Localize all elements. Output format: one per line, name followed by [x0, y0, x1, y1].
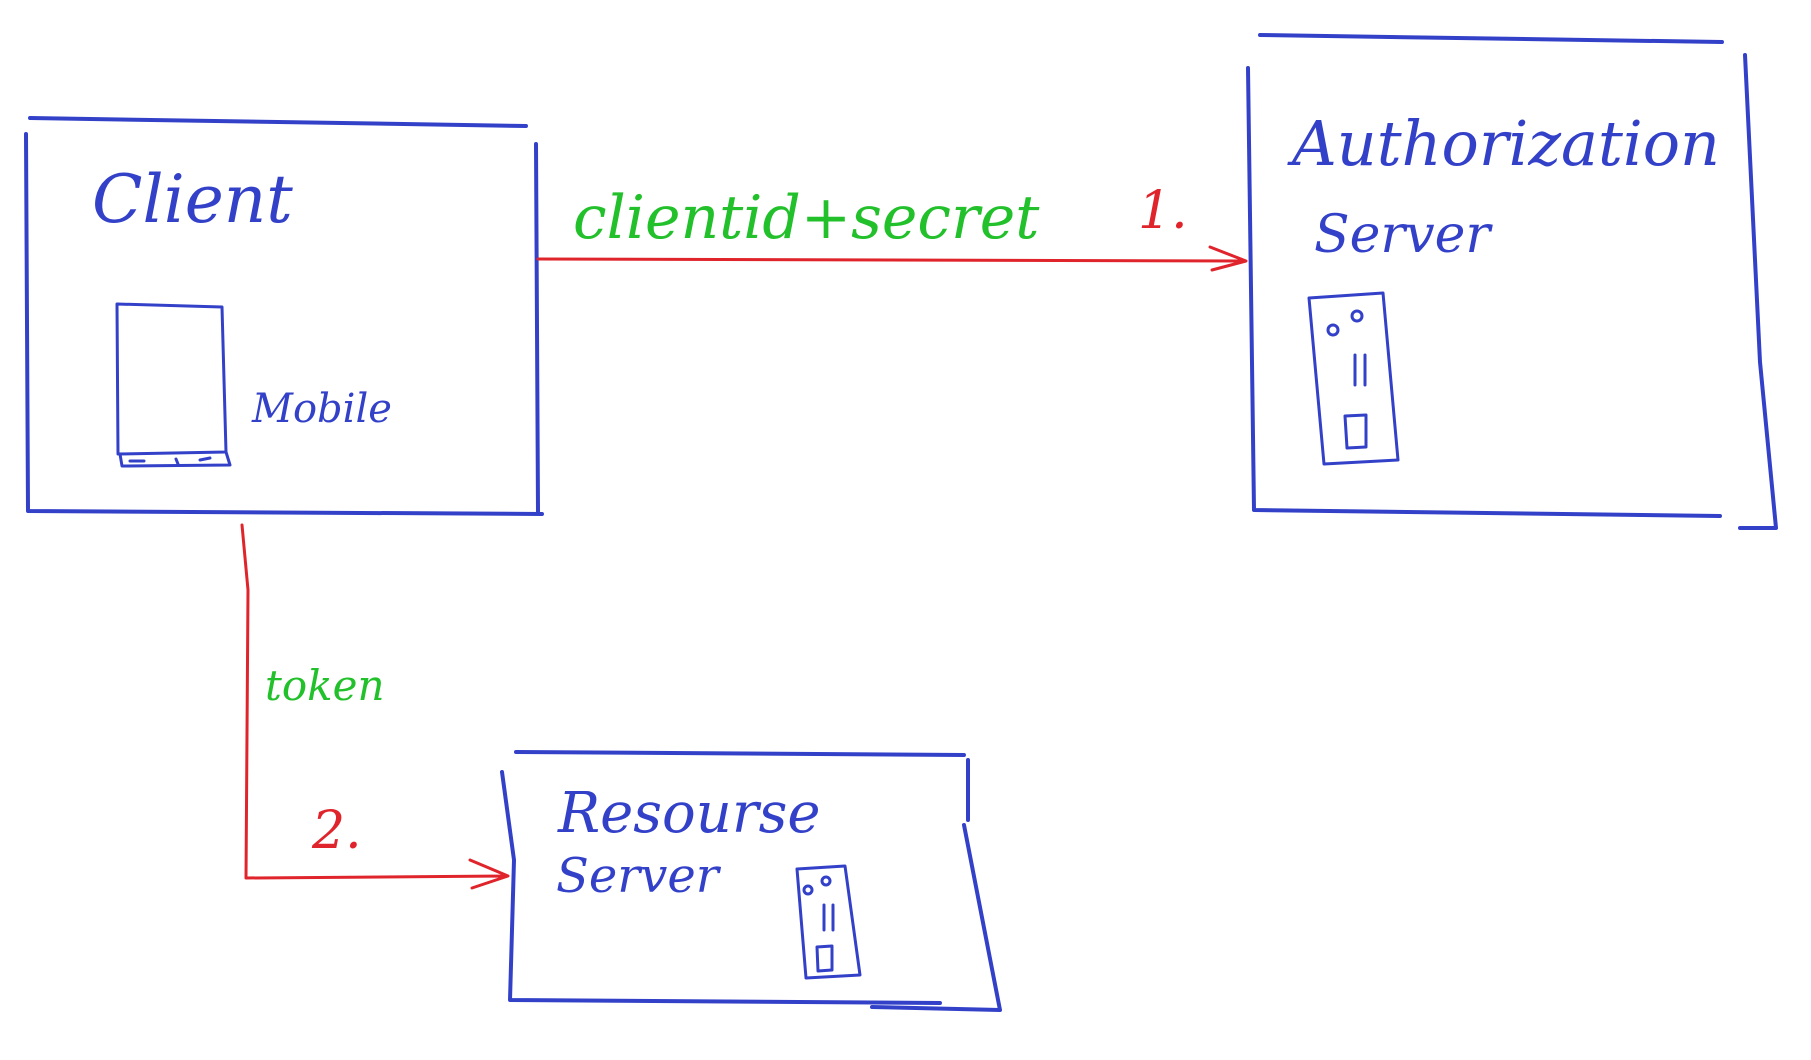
- server-icon: [1307, 291, 1400, 466]
- client-to-auth-label: clientid+secret: [573, 183, 1040, 253]
- resource-server-node: Resourse Server: [500, 750, 1002, 1012]
- client-to-auth-step: 1.: [1138, 181, 1188, 241]
- resource-server-box: [500, 750, 1002, 1012]
- resource-server-title: Resourse: [557, 781, 820, 846]
- mobile-label: Mobile: [251, 386, 392, 432]
- client-to-resource-label: token: [265, 661, 385, 710]
- arrow-client-to-resource: [240, 523, 510, 890]
- arrow-client-to-auth: [536, 245, 1248, 272]
- authorization-server-box: [1246, 33, 1778, 530]
- authorization-server-title: Authorization: [1287, 107, 1720, 180]
- server-icon: [795, 864, 862, 980]
- client-to-resource-step: 2.: [311, 801, 362, 861]
- client-node: Client Mobile: [24, 116, 544, 516]
- client-box: [24, 116, 544, 516]
- resource-server-subtitle: Server: [556, 848, 722, 904]
- authorization-server-node: Authorization Server: [1246, 33, 1778, 530]
- edge-client-to-resource: token 2.: [240, 523, 510, 890]
- mobile-phone-icon: [115, 302, 232, 468]
- authorization-server-subtitle: Server: [1314, 205, 1493, 265]
- client-title: Client: [92, 161, 293, 238]
- edge-client-to-auth: clientid+secret 1.: [536, 181, 1248, 272]
